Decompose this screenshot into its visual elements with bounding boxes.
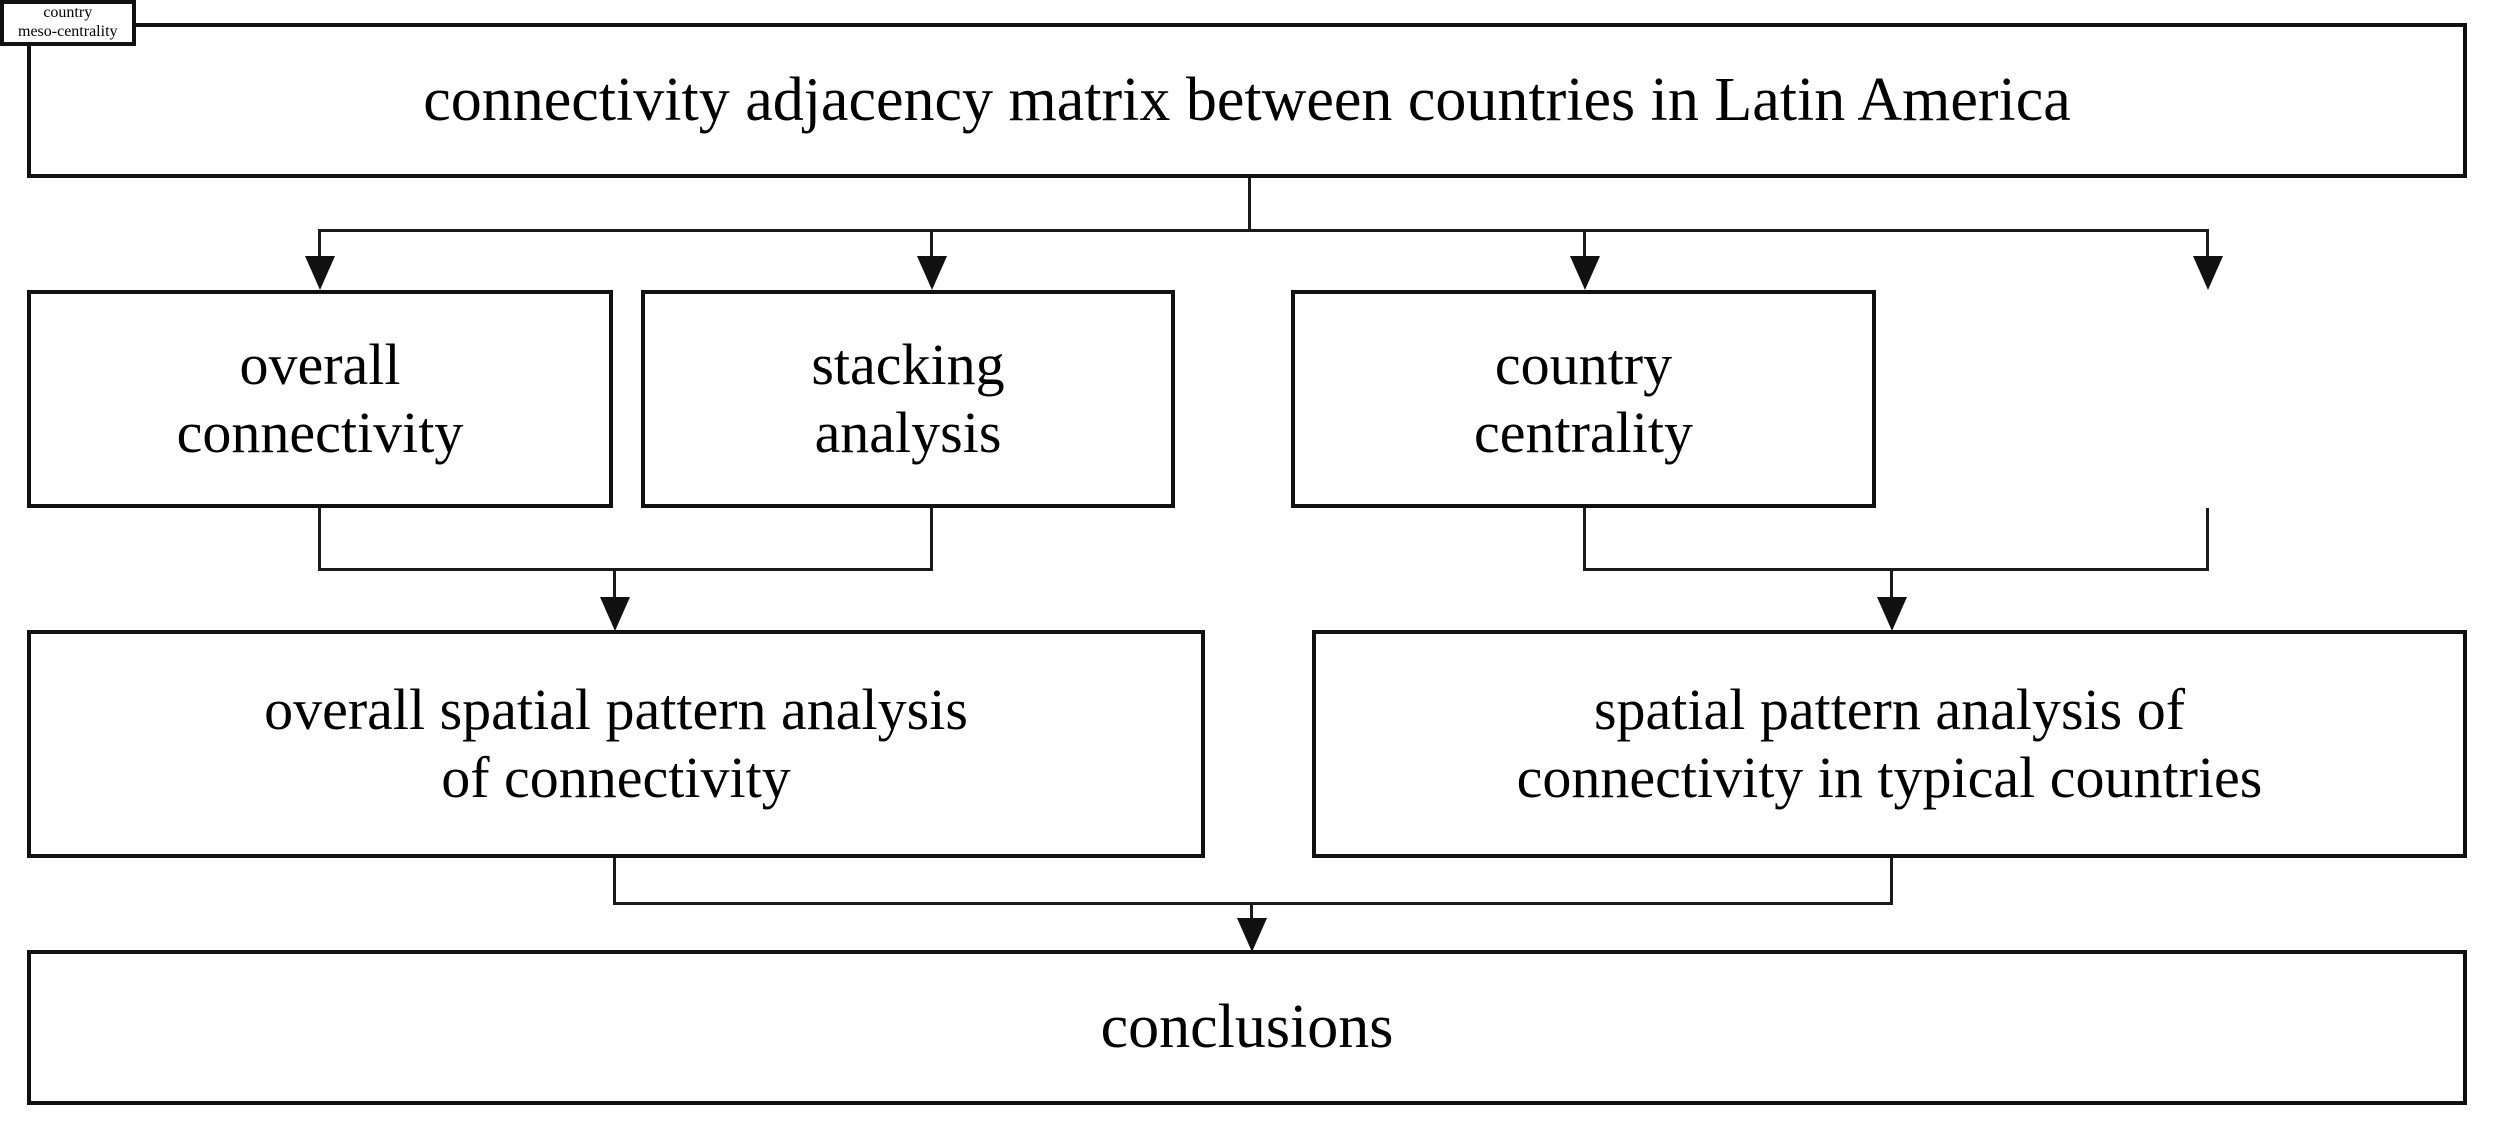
edge-country-meso-centrality-down (2206, 508, 2209, 570)
edge-right-merge-bar (1583, 568, 2209, 571)
edge-final-merge-to-conclusions (1250, 902, 1253, 930)
arrowhead-root-to-country-centrality (1570, 256, 1600, 290)
edge-root-distributor-bar (318, 229, 2208, 232)
edge-overall-connectivity-down (318, 508, 321, 570)
arrowhead-right-merge-to-typical-spatial (1877, 597, 1907, 631)
edge-root-stem (1248, 178, 1251, 230)
node-root[interactable]: connectivity adjacency matrix between co… (27, 23, 2467, 178)
arrowhead-final-merge-to-conclusions (1237, 918, 1267, 952)
edge-root-to-overall-connectivity (318, 229, 321, 259)
node-overall-spatial-pattern-label: overall spatial pattern analysis of conn… (264, 676, 968, 810)
edge-root-to-stacking-analysis (930, 229, 933, 259)
node-conclusions-label: conclusions (1100, 992, 1394, 1061)
node-root-label: connectivity adjacency matrix between co… (423, 65, 2071, 134)
edge-final-merge-bar (613, 902, 1893, 905)
node-country-centrality-label: country centrality (1473, 331, 1693, 465)
arrowhead-root-to-overall-connectivity (305, 256, 335, 290)
node-overall-spatial-pattern[interactable]: overall spatial pattern analysis of conn… (27, 630, 1205, 858)
arrowhead-left-merge-to-overall-spatial (600, 597, 630, 631)
edge-left-merge-bar (318, 568, 933, 571)
node-typical-spatial-pattern[interactable]: spatial pattern analysis of connectivity… (1312, 630, 2467, 858)
node-typical-spatial-pattern-label: spatial pattern analysis of connectivity… (1516, 676, 2263, 810)
edge-right-merge-to-typical-spatial (1890, 568, 1893, 602)
edge-root-to-country-centrality (1583, 229, 1586, 259)
edge-root-to-country-meso-centrality (2206, 229, 2209, 259)
node-stacking-analysis-label: stacking analysis (811, 331, 1005, 465)
edge-left-merge-to-overall-spatial (613, 568, 616, 602)
node-overall-connectivity-label: overall connectivity (176, 331, 464, 465)
node-overall-connectivity[interactable]: overall connectivity (27, 290, 613, 508)
node-stacking-analysis[interactable]: stacking analysis (641, 290, 1175, 508)
node-conclusions[interactable]: conclusions (27, 950, 2467, 1105)
edge-typical-spatial-down (1890, 858, 1893, 905)
arrowhead-root-to-stacking-analysis (917, 256, 947, 290)
edge-stacking-analysis-down (930, 508, 933, 570)
node-country-centrality[interactable]: country centrality (1291, 290, 1876, 508)
arrowhead-root-to-country-meso-centrality (2193, 256, 2223, 290)
node-country-meso-centrality-label: country meso-centrality (18, 4, 118, 40)
edge-overall-spatial-down (613, 858, 616, 905)
node-country-meso-centrality[interactable]: country meso-centrality (0, 0, 136, 46)
edge-country-centrality-down (1583, 508, 1586, 570)
